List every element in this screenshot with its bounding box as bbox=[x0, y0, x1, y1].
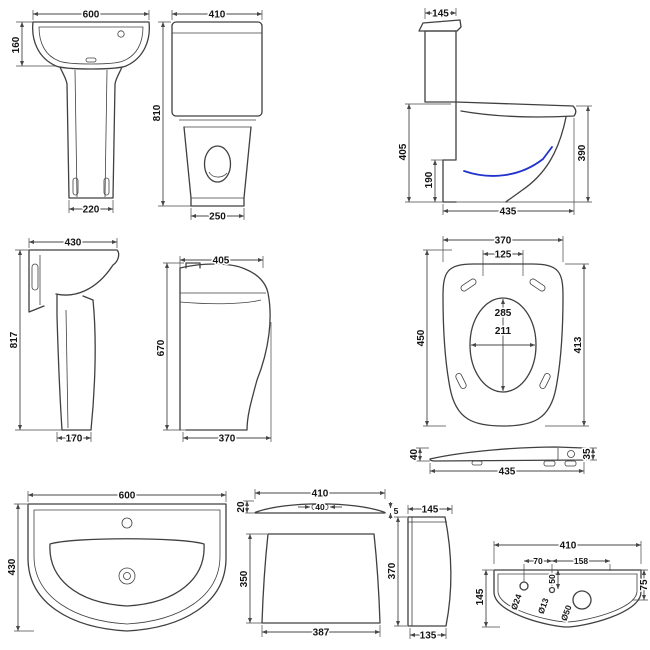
dim-basin-side-pedestal-depth: 170 bbox=[66, 434, 83, 445]
label-waste-hole-diameter: Ø50 bbox=[559, 603, 574, 622]
dim-hole-depth: 50 bbox=[547, 574, 557, 584]
dim-seat-cutout-length: 285 bbox=[495, 308, 512, 319]
dim-cistern-front-width: 387 bbox=[313, 628, 330, 639]
dim-toilet-side-seat-height: 405 bbox=[398, 143, 409, 160]
dim-toilet-side-rim-height: 390 bbox=[577, 144, 588, 161]
cistern-front-view: 350 387 bbox=[238, 533, 381, 640]
dim-seat-side-front-height: 40 bbox=[409, 449, 420, 461]
dim-basin-front-width: 600 bbox=[83, 10, 100, 21]
dim-toilet-front-height: 810 bbox=[152, 104, 163, 121]
dim-basin-front-pedestal-width: 220 bbox=[83, 205, 100, 216]
dim-cistern-side-height: 370 bbox=[387, 562, 398, 579]
seat-plan-view: 370 125 450 413 285 211 bbox=[415, 234, 589, 427]
dim-pan-side-top-depth: 405 bbox=[213, 256, 230, 267]
dim-basin-plan-width: 600 bbox=[119, 491, 136, 502]
cistern-side-view: 145 370 135 bbox=[386, 503, 453, 643]
dim-tap-layout-width: 410 bbox=[560, 541, 577, 552]
dim-pan-side-base-depth: 370 bbox=[219, 434, 236, 445]
toilet-side-view: 145 405 190 390 435 bbox=[397, 7, 592, 219]
dim-seat-width: 370 bbox=[495, 236, 512, 247]
basin-front-view: 600 160 220 bbox=[10, 8, 150, 217]
dim-right-offset: 75 bbox=[639, 579, 650, 591]
dim-cistern-front-height: 350 bbox=[239, 570, 250, 587]
dim-toilet-side-depth: 435 bbox=[500, 207, 517, 218]
dim-seat-side-hinge-height: 35 bbox=[582, 448, 593, 460]
dim-waste-offset: 158 bbox=[574, 556, 588, 566]
basin-plan-view: 600 430 bbox=[6, 489, 227, 632]
dim-seat-side-length: 435 bbox=[499, 467, 516, 478]
dim-basin-front-bowl-height: 160 bbox=[11, 36, 22, 53]
dim-tap-offset: 70 bbox=[533, 556, 543, 566]
basin-tap-layout-view: 410 70 158 50 Ø24 Ø13 Ø50 145 75 bbox=[474, 539, 650, 628]
dim-lid-button: 40 bbox=[315, 502, 325, 512]
dim-basin-side-height: 817 bbox=[9, 331, 20, 348]
dim-seat-cutout-width: 211 bbox=[495, 326, 512, 337]
seat-side-view: 40 35 435 bbox=[408, 446, 597, 479]
dim-seat-hinge-width: 125 bbox=[495, 250, 512, 261]
dim-toilet-side-cistern-depth: 145 bbox=[432, 9, 449, 20]
dim-seat-lid-length: 413 bbox=[573, 336, 584, 353]
dim-lid-edge: 5 bbox=[394, 506, 399, 516]
dim-lid-width: 410 bbox=[312, 489, 329, 500]
dim-cistern-side-base: 135 bbox=[420, 631, 437, 642]
dim-basin-side-depth: 430 bbox=[65, 238, 82, 249]
pan-side-view: 405 670 370 bbox=[155, 254, 272, 446]
label-tap-hole-diameter: Ø24 bbox=[509, 592, 524, 611]
cistern-lid-profile: 410 20 40 5 bbox=[235, 487, 400, 519]
toilet-front-view: 410 810 250 bbox=[151, 8, 263, 224]
dim-seat-length: 450 bbox=[416, 329, 427, 346]
dim-tap-layout-depth: 145 bbox=[475, 588, 486, 605]
basin-side-view: 430 817 170 bbox=[8, 236, 120, 446]
dim-pan-side-height: 670 bbox=[156, 339, 167, 356]
dim-basin-plan-depth: 430 bbox=[7, 558, 18, 575]
dim-lid-height: 20 bbox=[236, 501, 247, 513]
dim-toilet-front-base: 250 bbox=[209, 212, 226, 223]
label-overflow-hole-diameter: Ø13 bbox=[536, 596, 551, 615]
dim-toilet-side-outlet-height: 190 bbox=[424, 171, 435, 188]
dim-toilet-front-width: 410 bbox=[209, 10, 226, 21]
dim-cistern-side-depth: 145 bbox=[422, 505, 439, 516]
